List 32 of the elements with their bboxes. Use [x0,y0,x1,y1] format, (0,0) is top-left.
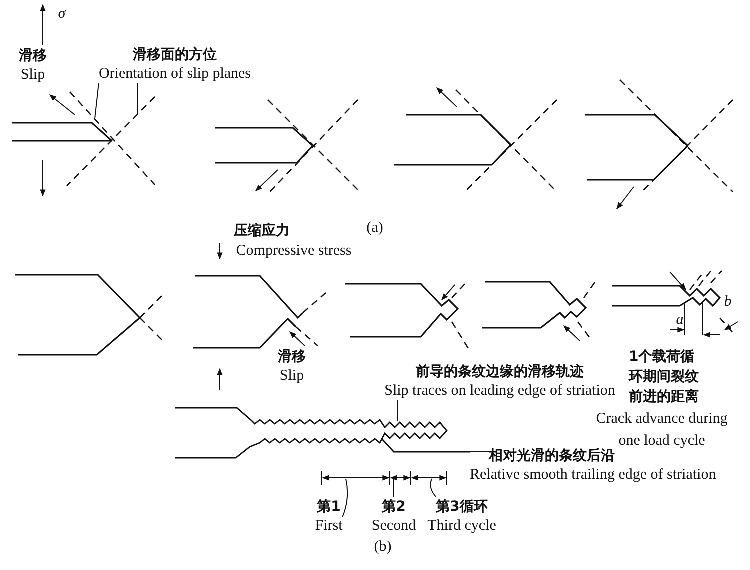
symbol: σ [58,5,66,23]
panel-label: (a) [366,219,384,237]
dimension-line [390,470,412,486]
label: 滑移 [278,348,306,367]
striation-drawing [175,407,470,459]
annotation-label: Relative smooth trailing edge of striation [470,466,716,484]
symbol: b [724,293,732,311]
dimension-line [410,470,448,486]
annotation-label: Crack advance during one load cycle [596,410,729,449]
label: 滑移 [19,47,47,66]
label: Slip [280,367,304,385]
symbol: a [676,311,684,329]
annotation-label-chinese: 第1 [317,498,341,517]
annotation-label-chinese: 前导的条纹边缘的滑移轨迹 [416,362,584,382]
annotation-label: Slip traces on leading edge of striation [384,382,616,400]
label: 压缩应力 [234,222,290,241]
panel-label: (b) [374,538,392,556]
annotation-label-chinese: 第3循环 [436,498,488,517]
annotation-label-chinese: 第2 [382,498,406,517]
annotation-label: Second [372,517,416,535]
annotation-label: 1个载荷循环期间裂纹前进的距离 [629,348,700,407]
annotation-label: Third cycle [428,517,496,535]
annotation-label: First [315,517,343,535]
label: Slip [20,66,46,84]
annotation-label-chinese: 滑移面的方位 [133,46,217,65]
annotation-label-chinese: 相对光滑的条纹后沿 [489,447,615,466]
annotation-label: Orientation of slip planes [98,65,252,83]
leader-line [94,82,100,120]
label: Compressive stress [236,242,352,260]
dimension-line [322,470,390,486]
leader-line [342,478,348,518]
leader-line [430,478,437,498]
